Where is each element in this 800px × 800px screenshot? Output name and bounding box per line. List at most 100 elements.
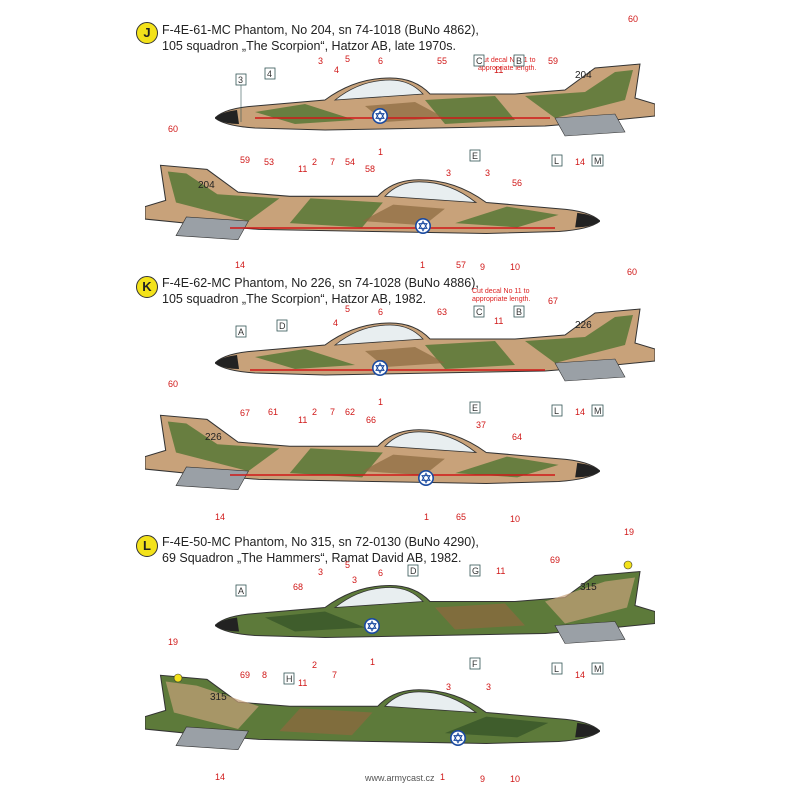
cut-note-j-line2: appropriate length. [478,65,537,72]
svg-text:60: 60 [627,267,637,277]
svg-text:B: B [516,56,522,66]
svg-text:53: 53 [264,157,274,167]
roundel-icon [372,360,388,376]
svg-text:10: 10 [510,514,520,524]
svg-text:2: 2 [312,407,317,417]
svg-text:4: 4 [333,318,338,328]
svg-text:10: 10 [510,262,520,272]
svg-text:11: 11 [494,65,503,75]
svg-text:7: 7 [330,157,335,167]
svg-text:1: 1 [370,657,375,667]
svg-text:C: C [476,56,483,66]
roundel-icon [415,218,431,234]
svg-text:11: 11 [298,164,307,174]
svg-text:67: 67 [240,408,250,418]
svg-text:3: 3 [352,575,357,585]
svg-text:E: E [472,151,478,161]
svg-text:3: 3 [446,682,451,692]
svg-text:H: H [286,674,293,684]
svg-text:62: 62 [345,407,355,417]
svg-text:55: 55 [437,56,447,66]
svg-text:66: 66 [366,415,376,425]
svg-text:6: 6 [378,56,383,66]
callouts-j: 3 4 3 3 4 5 6 55 C 11 B 60 59 53 2 7 54 … [168,14,638,272]
svg-text:1: 1 [440,772,445,782]
roundel-icon [372,108,388,124]
footer-url[interactable]: www.armycast.cz [365,773,435,783]
aircraft-k-right-profile: 226 [145,414,600,491]
svg-text:37: 37 [476,420,486,430]
svg-text:11: 11 [496,566,505,576]
svg-text:F: F [472,659,478,669]
svg-text:19: 19 [624,527,634,537]
svg-text:14: 14 [215,772,225,782]
tail-number: 315 [580,582,597,593]
section-caption-k-line2: 105 squadron „The Scorpion“, Hatzor AB, … [162,292,427,306]
roundel-icon [450,730,466,746]
svg-text:63: 63 [437,307,447,317]
svg-text:60: 60 [168,124,178,134]
svg-text:L: L [554,156,559,166]
svg-text:5: 5 [345,54,350,64]
svg-text:14: 14 [575,407,585,417]
section-letter-k: K [136,276,158,298]
svg-text:10: 10 [510,774,520,784]
svg-text:60: 60 [168,379,178,389]
svg-text:B: B [516,307,522,317]
svg-text:5: 5 [345,560,350,570]
svg-text:3: 3 [318,56,323,66]
svg-text:A: A [238,586,244,596]
tail-emblem-icon [623,560,633,570]
tail-number: 226 [205,432,222,443]
svg-text:19: 19 [168,637,178,647]
svg-text:C: C [476,307,483,317]
section-caption-j-line1: F-4E-61-MC Phantom, No 204, sn 74-1018 (… [162,23,479,37]
svg-text:54: 54 [345,157,355,167]
svg-text:60: 60 [628,14,638,24]
svg-text:14: 14 [235,260,245,270]
svg-text:M: M [594,156,602,166]
svg-text:59: 59 [548,56,558,66]
aircraft-l-left-profile: 315 [215,570,655,645]
section-caption-j-line2: 105 squadron „The Scorpion“, Hatzor AB, … [162,39,456,53]
svg-text:D: D [279,321,286,331]
svg-text:9: 9 [480,262,485,272]
cut-note-k-line1: Cut decal No 11 to [472,288,530,295]
tail-number: 204 [575,70,592,81]
svg-text:G: G [472,566,479,576]
svg-text:3: 3 [486,682,491,692]
svg-text:1: 1 [378,147,383,157]
svg-text:58: 58 [365,164,375,174]
callouts-k: A D 4 5 6 63 C 11 B 60 67 61 2 7 62 1 E … [168,267,637,524]
svg-text:57: 57 [456,260,466,270]
svg-text:7: 7 [332,670,337,680]
svg-text:11: 11 [494,316,503,326]
svg-text:11: 11 [298,678,307,688]
svg-text:6: 6 [378,568,383,578]
section-caption-l-line1: F-4E-50-MC Phantom, No 315, sn 72-0130 (… [162,535,479,549]
svg-text:64: 64 [512,432,522,442]
svg-text:1: 1 [378,397,383,407]
svg-text:3: 3 [446,168,451,178]
svg-text:14: 14 [575,670,585,680]
section-caption-l-line2: 69 Squadron „The Hammers“, Ramat David A… [162,551,462,565]
svg-text:9: 9 [480,774,485,784]
svg-text:3: 3 [485,168,490,178]
svg-text:6: 6 [378,307,383,317]
svg-text:61: 61 [268,407,278,417]
svg-text:8: 8 [262,670,267,680]
svg-text:69: 69 [550,555,560,565]
svg-text:A: A [238,327,244,337]
svg-text:65: 65 [456,512,466,522]
aircraft-j-right-profile: 204 [145,164,600,241]
svg-text:59: 59 [240,155,250,165]
section-letter-l: L [136,535,158,557]
aircraft-j-left-profile: 204 [215,63,655,137]
svg-text:7: 7 [330,407,335,417]
svg-text:2: 2 [312,157,317,167]
section-caption-k-line1: F-4E-62-MC Phantom, No 226, sn 74-1028 (… [162,276,479,290]
svg-text:11: 11 [298,415,307,425]
svg-text:M: M [594,664,602,674]
